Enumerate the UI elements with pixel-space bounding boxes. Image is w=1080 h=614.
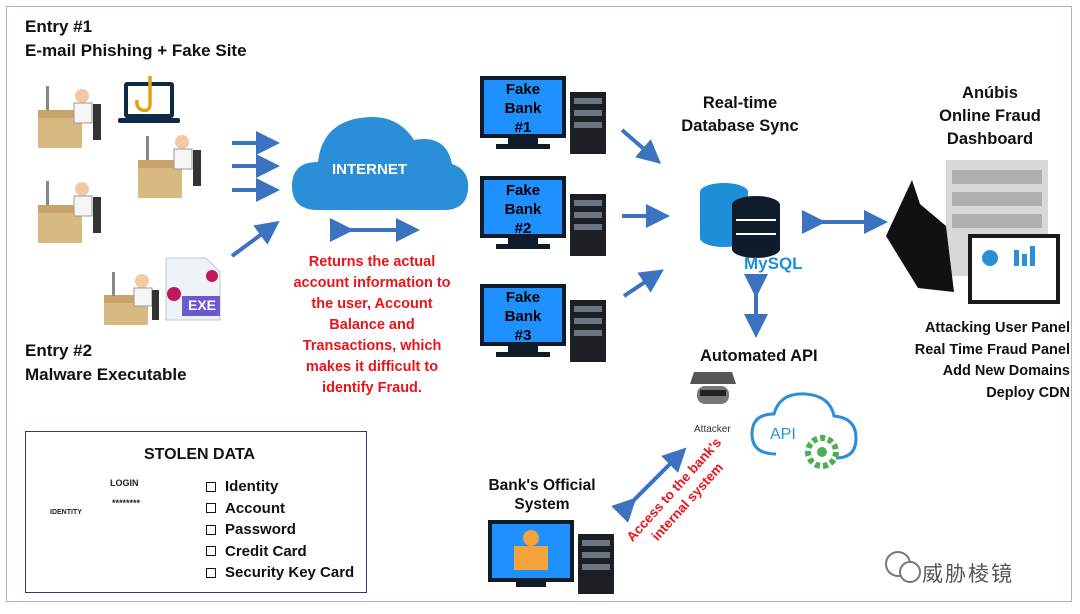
internet-label: INTERNET: [332, 161, 407, 178]
api-label: API: [770, 426, 796, 443]
dashboard-features-list: Attacking User Panel Real Time Fraud Pan…: [880, 318, 1070, 404]
victim-icon-1: [38, 86, 101, 148]
stolen-item-password: Password: [206, 519, 354, 541]
wechat-icon: [885, 551, 921, 583]
identity-card-label: IDENTITY: [50, 509, 82, 516]
diagram-frame: [6, 6, 1072, 602]
stolen-data-list: Identity Account Password Credit Card Se…: [206, 476, 354, 584]
mysql-label: MySQL: [744, 254, 803, 273]
fake-bank-3-monitor: [480, 284, 606, 362]
bank-to-db-arrows: [620, 128, 670, 298]
feature-item: Deploy CDN: [986, 384, 1070, 401]
entry2-subtitle: Malware Executable: [25, 365, 187, 384]
fake-bank-2-monitor: [480, 176, 606, 256]
watermark-text: 威胁棱镜: [922, 562, 1014, 586]
victim-icon-2: [138, 135, 201, 198]
official-bank-monitor: [488, 520, 614, 594]
mysql-database-icon: [700, 183, 780, 258]
stolen-item-credit-card: Credit Card: [206, 541, 354, 563]
anubis-dashboard-icon: [886, 160, 1060, 304]
attacker-icon: [690, 372, 736, 404]
entry2-title: Entry #2: [25, 341, 93, 360]
entry1-title: Entry #1: [25, 17, 93, 36]
victim-icon-4: [104, 272, 159, 325]
exe-label: EXE: [188, 297, 217, 313]
login-card-label: LOGIN: [110, 478, 139, 488]
feature-item: Real Time Fraud Panel: [914, 341, 1070, 358]
checkbox-icon: [206, 567, 216, 578]
stolen-item-identity: Identity: [206, 476, 354, 498]
access-arrow: [611, 447, 687, 523]
stolen-item-account: Account: [206, 498, 354, 520]
checkbox-icon: [206, 524, 216, 535]
fake-bank-1-monitor: [480, 76, 606, 154]
internet-cloud-icon: [292, 116, 469, 210]
feature-item: Attacking User Panel: [924, 320, 1070, 336]
stolen-item-security-key-card: Security Key Card: [206, 562, 354, 584]
stolen-data-panel: STOLEN DATA LOGIN ******** IDENTITY Iden…: [25, 431, 367, 593]
malware-exe-icon: [165, 257, 221, 321]
victim-arrows: [230, 131, 280, 258]
entry1-subtitle: E-mail Phishing + Fake Site: [25, 41, 247, 60]
victim-icon-3: [38, 181, 101, 243]
checkbox-icon: [206, 503, 216, 514]
attacker-label: Attacker: [694, 424, 731, 435]
login-password-mask: ********: [112, 498, 141, 508]
feature-item: Add New Domains: [942, 363, 1070, 379]
api-cloud-icon: [750, 392, 858, 469]
phishing-laptop-icon: [118, 76, 180, 123]
checkbox-icon: [206, 481, 216, 492]
automated-api-label: Automated API: [700, 347, 818, 365]
stolen-data-title: STOLEN DATA: [144, 446, 256, 463]
checkbox-icon: [206, 546, 216, 557]
